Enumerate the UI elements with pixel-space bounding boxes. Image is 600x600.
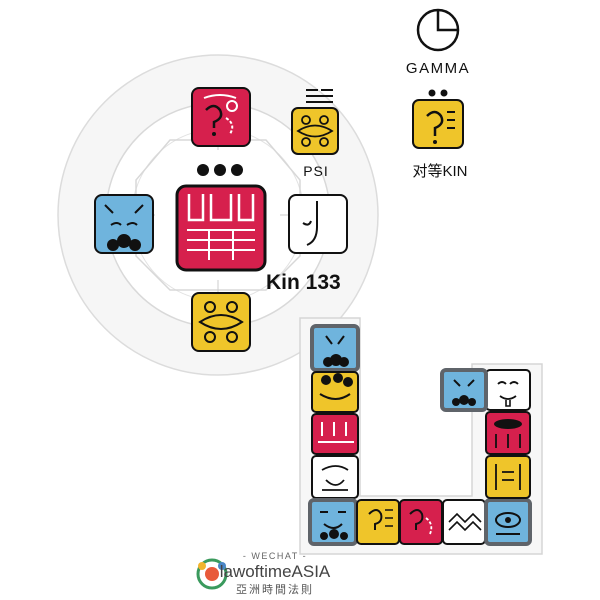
gamma-icon (418, 10, 458, 50)
equal-kin-glyph-yellow (413, 90, 463, 149)
wave-tile-9 (486, 500, 530, 544)
brand-chinese: 亞洲時間法則 (236, 582, 314, 596)
wave-tile-13 (442, 370, 486, 410)
wave-tile-5 (310, 500, 356, 544)
wave-tile-2 (312, 372, 358, 412)
psi-label: PSI (303, 163, 329, 179)
wave-tile-3 (312, 414, 358, 454)
wave-tile-10 (486, 456, 530, 498)
wave-tile-11 (486, 412, 530, 454)
wave-tile-4 (312, 456, 358, 498)
brand-wechat: - WECHAT - (243, 551, 307, 561)
kin-number-label: Kin 133 (266, 271, 341, 294)
analog-glyph-white (289, 195, 347, 253)
wave-tile-8 (443, 500, 485, 544)
occult-glyph-yellow (192, 293, 250, 351)
guide-glyph-red (192, 88, 250, 146)
wavespell-path (300, 318, 542, 554)
wave-tile-7 (400, 500, 442, 544)
wave-tile-1 (312, 326, 358, 370)
brand-name: lawoftimeASIA (220, 562, 331, 581)
wave-tile-12 (486, 370, 530, 410)
antipode-glyph-blue (95, 195, 153, 253)
wave-tile-6 (357, 500, 399, 544)
gamma-label: GAMMA (406, 60, 470, 77)
equal-kin-label: 对等KIN (412, 162, 467, 180)
